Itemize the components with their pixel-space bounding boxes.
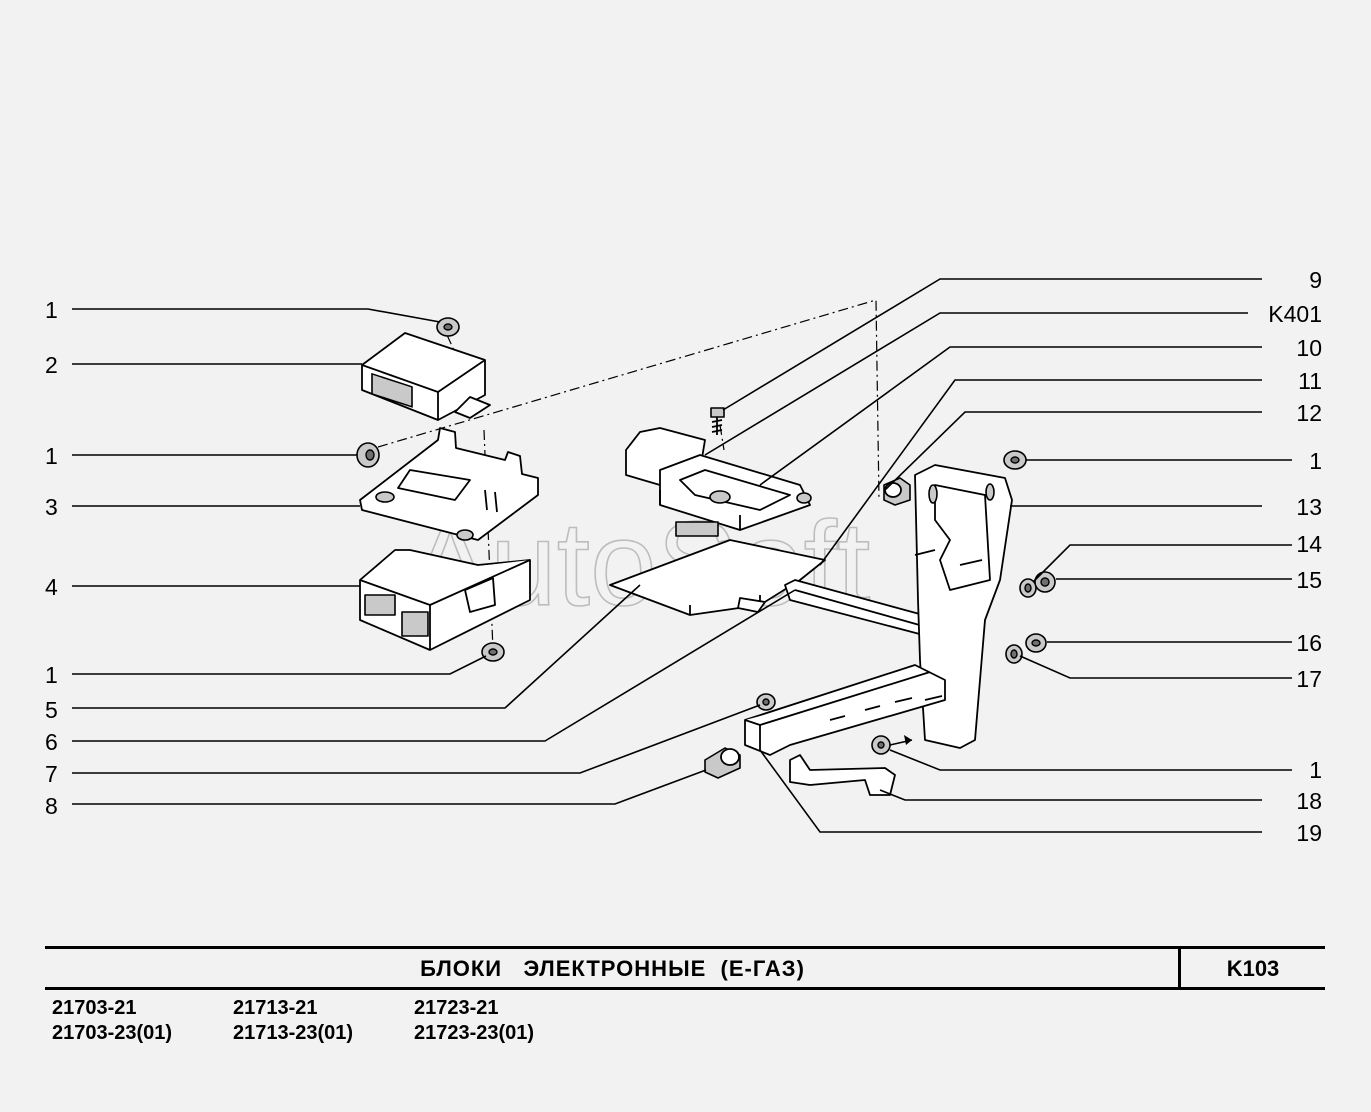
model-number: 21723-21 xyxy=(414,997,499,1019)
callouts-left: 1 2 1 3 4 1 5 6 7 8 xyxy=(45,297,58,819)
nut-1-left xyxy=(356,442,380,468)
model-number: 21713-23(01) xyxy=(233,1022,354,1044)
page-title: БЛОКИ ЭЛЕКТРОННЫЕ (Е-ГАЗ) xyxy=(420,956,805,981)
callout-label: 9 xyxy=(1309,267,1322,293)
washer-17 xyxy=(1005,644,1023,664)
callout-label: 6 xyxy=(45,729,58,755)
callout-label: 1 xyxy=(1309,448,1322,474)
nut-1-right xyxy=(1003,450,1027,470)
callout-label: 14 xyxy=(1296,531,1322,557)
callout-label: K401 xyxy=(1268,301,1322,327)
callout-label: 5 xyxy=(45,697,58,723)
model-column: 21703-21 21703-23(01) xyxy=(52,996,172,1046)
bracket-13 xyxy=(914,464,1013,749)
callout-label: 10 xyxy=(1296,335,1322,361)
nut-1-lower xyxy=(481,642,505,662)
catalog-code: K103 xyxy=(1226,956,1280,981)
clamp-18 xyxy=(789,754,896,796)
ecu-10 xyxy=(625,427,812,531)
callout-label: 1 xyxy=(45,297,58,323)
callout-label: 13 xyxy=(1296,494,1322,520)
control-module-2 xyxy=(361,332,491,421)
callout-label: 1 xyxy=(1309,757,1322,783)
model-number: 21723-23(01) xyxy=(414,1022,535,1044)
callout-label: 1 xyxy=(45,662,58,688)
callout-label: 1 xyxy=(45,443,58,469)
nut-1-top xyxy=(436,317,460,337)
leader-lines xyxy=(72,278,1292,833)
model-column: 21713-21 21713-23(01) xyxy=(233,996,353,1046)
model-number: 21703-21 xyxy=(52,997,137,1019)
bushing-8 xyxy=(704,747,741,779)
callout-label: 2 xyxy=(45,352,58,378)
callout-label: 18 xyxy=(1296,788,1322,814)
nut-15 xyxy=(1034,571,1056,593)
callout-label: 12 xyxy=(1296,400,1322,426)
title-block: БЛОКИ ЭЛЕКТРОННЫЕ (Е-ГАЗ) K103 xyxy=(45,946,1325,990)
nut-1-bottom xyxy=(871,735,891,755)
nut-16 xyxy=(1025,633,1047,653)
callout-label: 8 xyxy=(45,793,58,819)
callout-label: 15 xyxy=(1296,567,1322,593)
model-column: 21723-21 21723-23(01) xyxy=(414,996,534,1046)
nut-7 xyxy=(756,693,776,711)
bracket-3 xyxy=(359,427,539,541)
screw-9 xyxy=(710,407,725,435)
assembly-arrow-head xyxy=(904,735,912,745)
callout-label: 7 xyxy=(45,761,58,787)
washer-14 xyxy=(1019,578,1037,598)
callout-label: 17 xyxy=(1296,666,1322,692)
callout-label: 16 xyxy=(1296,630,1322,656)
bracket-19 xyxy=(744,664,946,756)
model-number: 21713-21 xyxy=(233,997,318,1019)
model-number: 21703-23(01) xyxy=(52,1022,173,1044)
bushing-12 xyxy=(883,477,911,506)
callouts-right: 9 K401 10 11 12 1 13 14 15 16 17 1 18 19 xyxy=(1268,267,1322,846)
callout-label: 19 xyxy=(1296,820,1322,846)
title-divider xyxy=(1178,949,1181,987)
callout-label: 4 xyxy=(45,574,58,600)
callout-label: 3 xyxy=(45,494,58,520)
control-module-4 xyxy=(359,549,531,651)
callout-label: 11 xyxy=(1298,368,1322,394)
